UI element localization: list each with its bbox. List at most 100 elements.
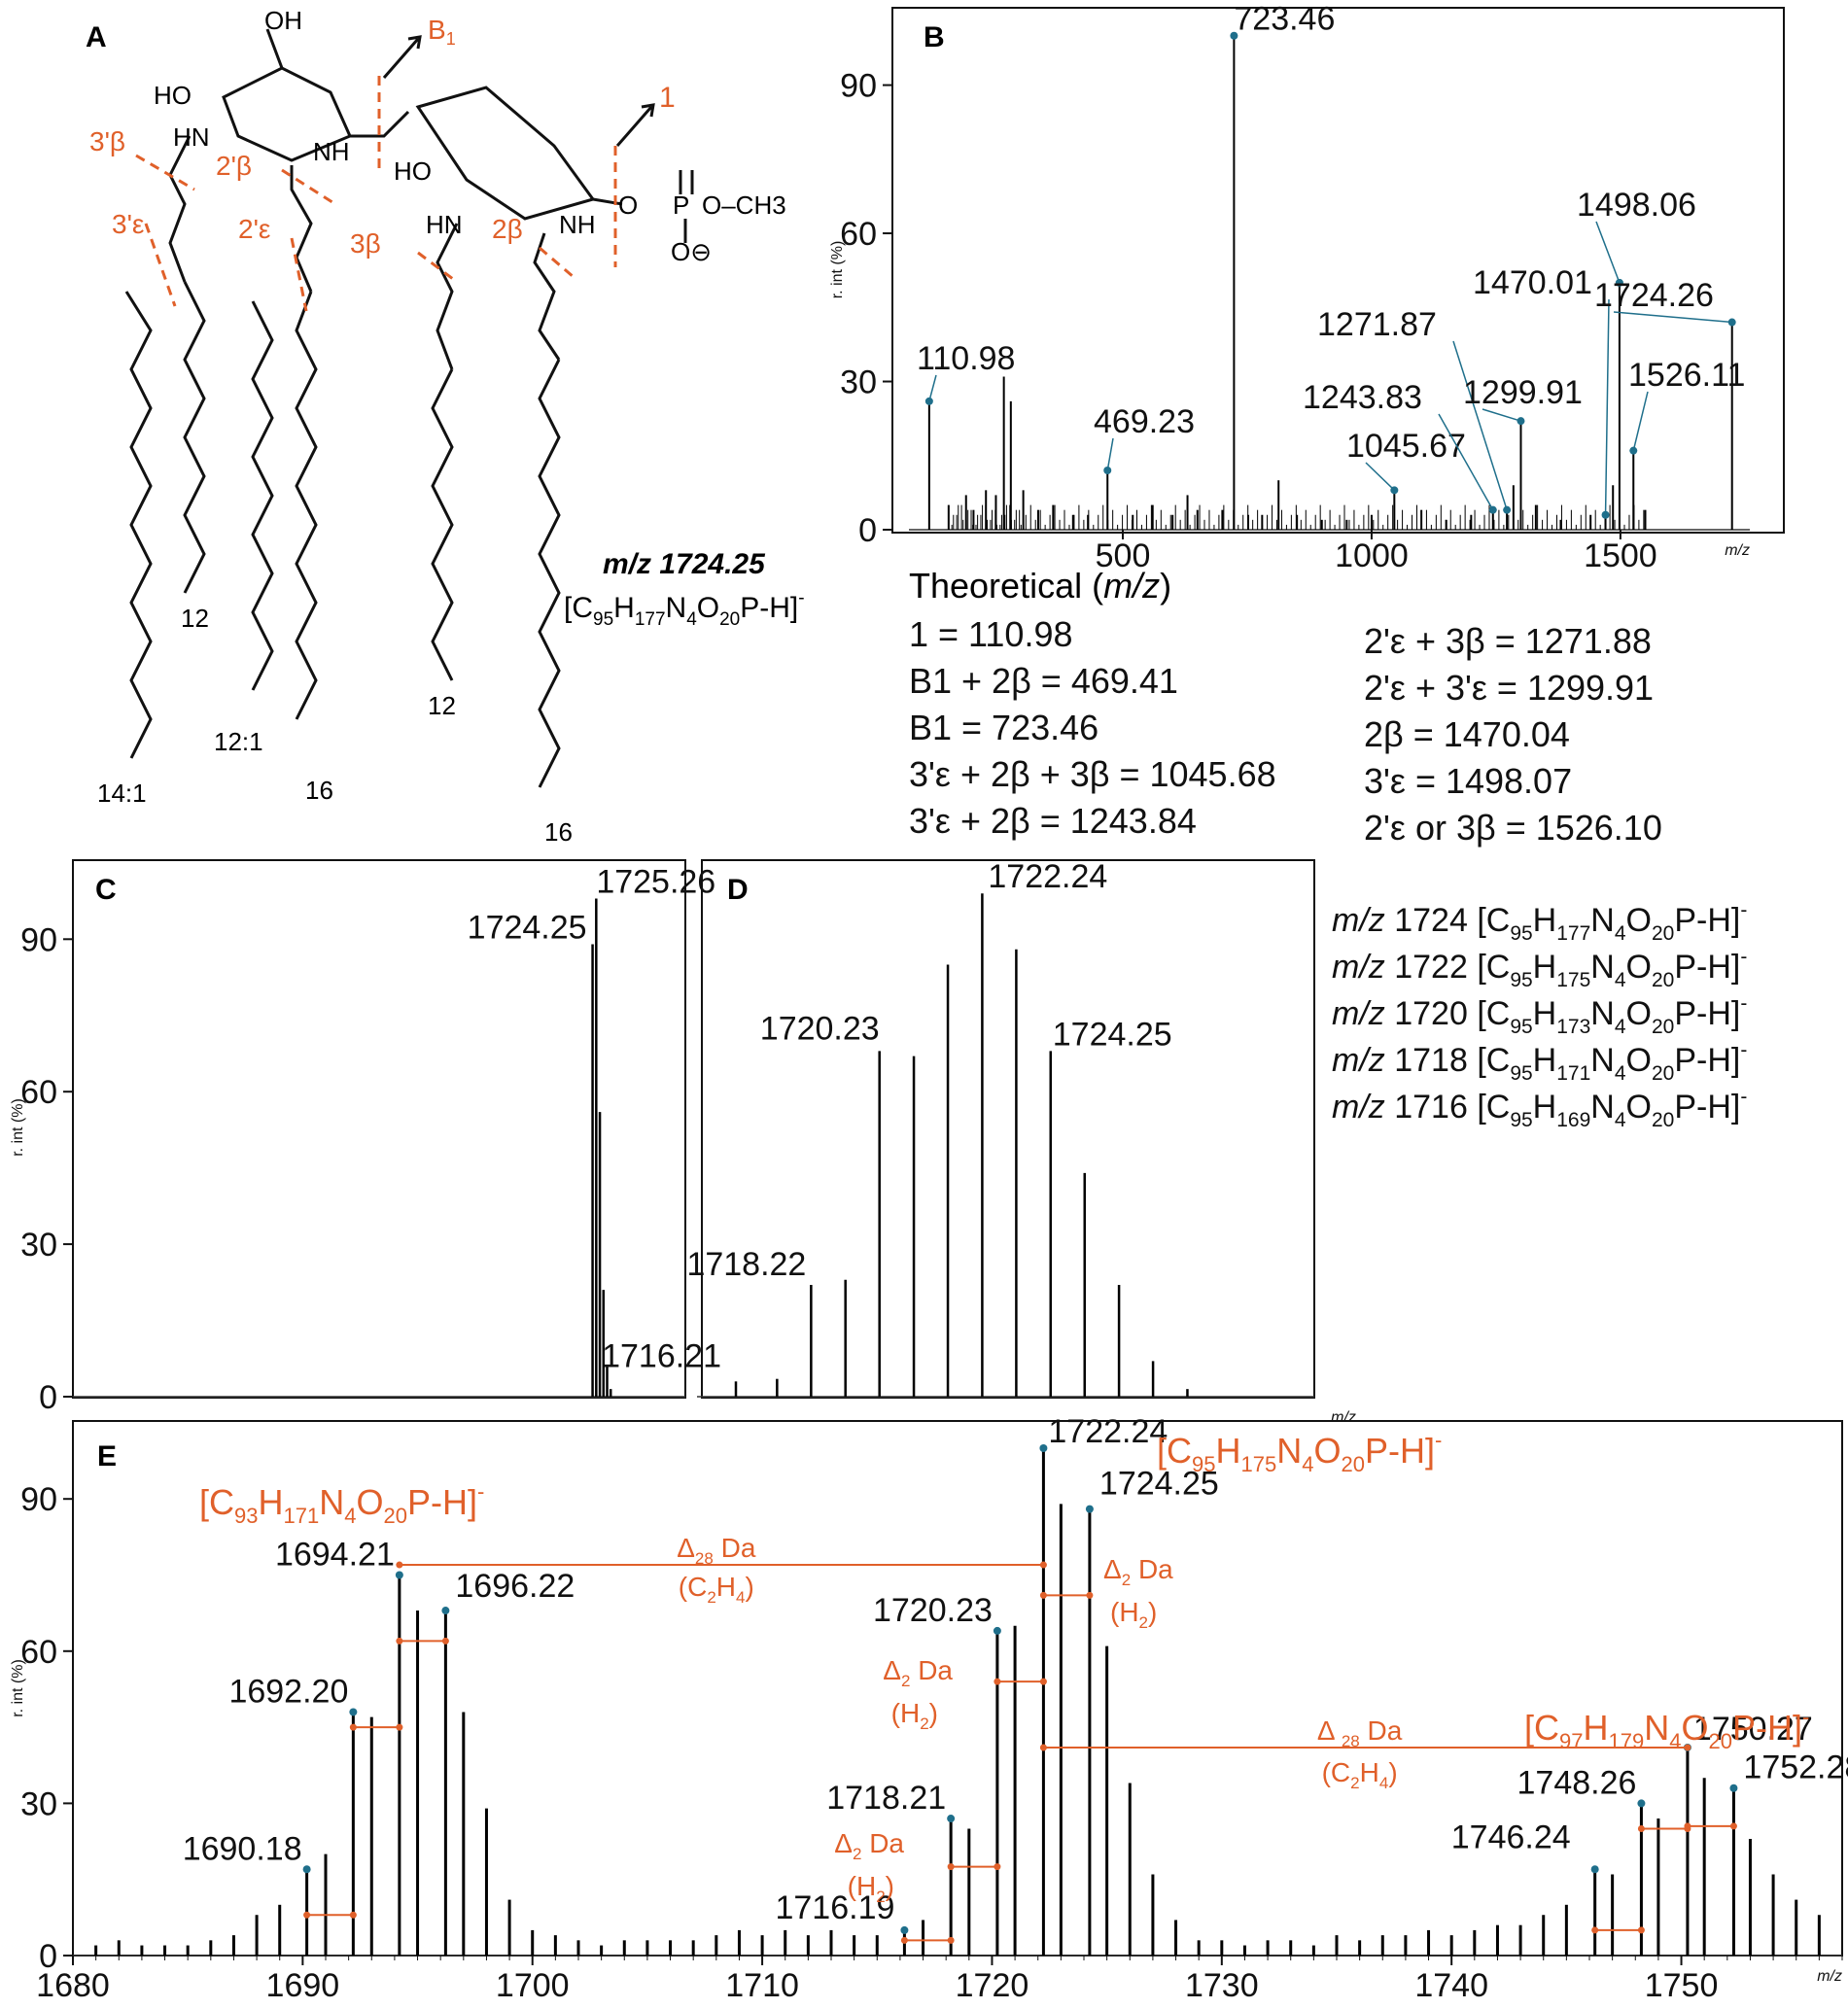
peak-label-E-7: 1752.28	[1743, 1749, 1848, 1786]
label-dot-E-0	[1039, 1444, 1048, 1452]
cleavage-3pb: 3'β	[89, 126, 125, 156]
peak-label-B-4: 1243.83	[1303, 379, 1422, 416]
peak-label-E-2: 1694.21	[275, 1537, 395, 1574]
theoretical-title: Theoretical (m/z)	[909, 566, 1171, 606]
label-dot-B-0	[1230, 31, 1238, 40]
xtick-label-E-1740: 1740	[1414, 1967, 1488, 2004]
h2-label-c: (H2)	[848, 1871, 894, 1906]
ylabel-B: r. int (%)	[829, 241, 846, 299]
formula-c97: [C97H179N4O20P-H]-	[1524, 1705, 1809, 1753]
c2h4-label-b: (C2H4)	[1322, 1757, 1398, 1792]
xlabel-E: m/z	[1817, 1968, 1842, 1985]
label-leader-B-10	[1613, 311, 1732, 324]
nh-label-1: NH	[313, 137, 350, 166]
delta2-line-e6-dot-b	[396, 1723, 403, 1731]
delta2-line-e5-dot-b	[441, 1637, 449, 1645]
label-leader-B-7	[1604, 298, 1610, 515]
label-dot-E-5	[349, 1708, 358, 1716]
och3-label: O–CH3	[702, 191, 786, 220]
chain-16b	[538, 359, 561, 788]
theoretical-right-0: 2'ε + 3β = 1271.88	[1364, 621, 1652, 661]
ytick-label-E-60: 60	[20, 1634, 57, 1671]
peak-label-C-1: 1725.26	[596, 863, 715, 900]
delta2-line-e1-dot-b	[1086, 1591, 1094, 1599]
panel-e-annotations: [C93H171N4O20P-H]-[C95H175N4O20P-H]-[C97…	[199, 1428, 1809, 1944]
legend-d-row-0: m/z 1724 [C95H177N4O20P-H]-	[1332, 899, 1747, 945]
precursor-mz: m/z 1724.25	[603, 548, 766, 580]
peak-label-E-8: 1748.26	[1517, 1764, 1637, 1801]
label-dot-E-9	[947, 1815, 956, 1823]
peak-label-E-3: 1696.22	[455, 1568, 575, 1605]
peak-label-E-5: 1692.20	[228, 1673, 348, 1710]
peak-label-B-5: 1271.87	[1317, 306, 1437, 343]
delta2-line-e9-dot-a	[1591, 1926, 1599, 1934]
xtick-label-B-1500: 1500	[1584, 537, 1657, 574]
cleavage-lines	[135, 76, 617, 312]
xtick-label-E-1680: 1680	[36, 1967, 110, 2004]
delta2-line-e2-dot-a	[994, 1678, 1001, 1685]
delta28-line-b-dot-a	[1039, 1744, 1047, 1751]
panel-letter-c: C	[95, 874, 117, 906]
peak-label-E-6: 1750.27	[1693, 1711, 1813, 1748]
cleavage-2pe: 2'ε	[238, 214, 270, 244]
xtick-label-E-1750: 1750	[1645, 1967, 1719, 2004]
ytick-label-B-90: 90	[840, 68, 877, 105]
cleavage-3pe: 3'ε	[112, 209, 144, 239]
hn-label-1: HN	[173, 122, 210, 152]
peak-label-D-4: 1716.21	[602, 1337, 721, 1374]
xlabel-B: m/z	[1725, 542, 1750, 559]
delta28-label-a: Δ28 Da	[677, 1533, 756, 1568]
cleavage-2b: 2β	[492, 214, 523, 244]
panel-letter-a: A	[86, 21, 107, 53]
ytick-label-C-90: 90	[20, 921, 57, 958]
delta2-line-e10-dot-b	[1729, 1822, 1737, 1830]
xtick-label-B-1000: 1000	[1335, 537, 1409, 574]
theoretical-left-4: 3'ε + 2β = 1243.84	[909, 801, 1197, 841]
delta2-line-e8-dot-a	[1637, 1825, 1645, 1832]
peak-label-B-2: 469.23	[1094, 403, 1195, 440]
peak-label-B-7: 1470.01	[1473, 264, 1592, 301]
precursor-formula: [C95H177N4O20P-H]-	[564, 588, 805, 630]
delta2-line-e7-dot-a	[303, 1911, 311, 1919]
p-double-o	[679, 170, 694, 194]
sugar-ring-2	[415, 86, 596, 221]
xtick-label-E-1720: 1720	[956, 1967, 1029, 2004]
delta28-line-b-dot-b	[1684, 1744, 1691, 1751]
peak-label-B-1: 110.98	[917, 340, 1015, 377]
delta28-label-b: Δ 28 Da	[1317, 1715, 1403, 1750]
delta28-line-a-dot-b	[1039, 1561, 1047, 1569]
theoretical-right-3: 3'ε = 1498.07	[1364, 761, 1572, 801]
formula-c95: [C95H175N4O20P-H]-	[1157, 1428, 1442, 1476]
peak-label-E-4: 1720.23	[873, 1592, 993, 1629]
legend-d-row-2: m/z 1720 [C95H173N4O20P-H]-	[1332, 992, 1747, 1038]
cleavage-2pb: 2'β	[216, 151, 252, 181]
o-minus-label: O⊖	[671, 237, 712, 266]
ytick-label-B-30: 30	[840, 364, 877, 401]
oh-label: OH	[264, 6, 302, 35]
panel-a-labels: A OH HO HN NH HO HN NH O P O–CH3 O⊖ B1 1…	[86, 6, 805, 847]
xtick-label-E-1690: 1690	[266, 1967, 340, 2004]
panel-c-frame	[72, 859, 686, 1399]
delta2-line-e10-dot-a	[1684, 1822, 1691, 1830]
chain-label-16a: 16	[305, 776, 333, 805]
theoretical-right-1: 2'ε + 3'ε = 1299.91	[1364, 668, 1654, 708]
theoretical-right-2: 2β = 1470.04	[1364, 714, 1570, 754]
label-leader-B-9	[1632, 391, 1649, 451]
cleavage-3b: 3β	[350, 228, 381, 259]
theoretical-right-4: 2'ε or 3β = 1526.10	[1364, 808, 1662, 848]
peak-label-C-0: 1724.25	[468, 910, 587, 947]
h2-label-a: (H2)	[1110, 1597, 1157, 1632]
label-dot-E-8	[1637, 1799, 1646, 1808]
label-leader-B-2	[1106, 437, 1114, 471]
chain-label-14-1: 14:1	[97, 779, 147, 808]
chain-label-12: 12	[181, 604, 209, 633]
nh-label-2: NH	[559, 210, 596, 239]
ho-label: HO	[154, 81, 192, 110]
label-dot-E-12	[900, 1925, 909, 1934]
arrow-b1	[382, 35, 422, 79]
delta2-line-e3-dot-a	[947, 1863, 955, 1871]
delta2-label-a: Δ2 Da	[1103, 1554, 1173, 1589]
delta2-line-e4-dot-b	[947, 1936, 955, 1944]
